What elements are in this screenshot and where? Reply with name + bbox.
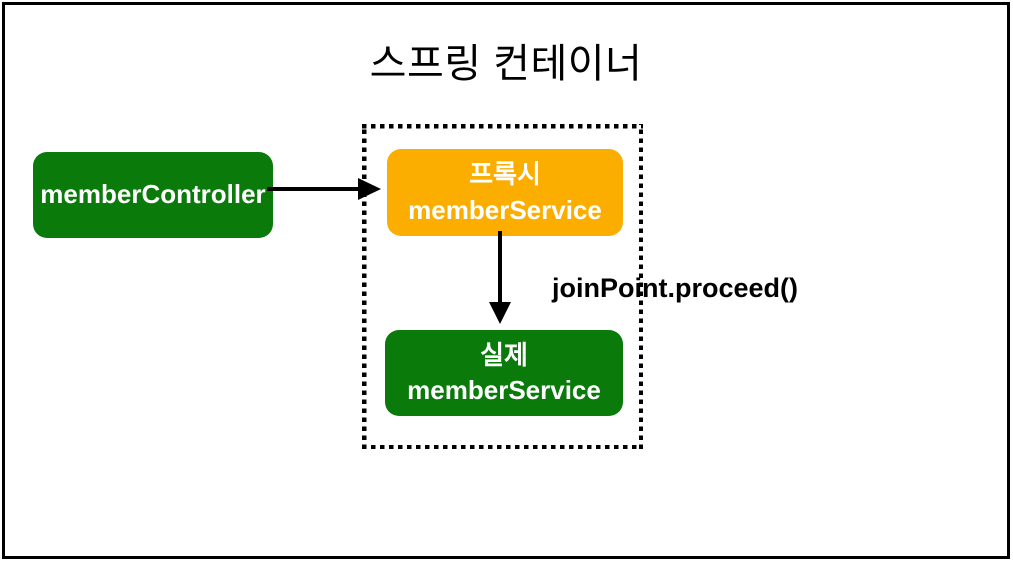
node-proxy-member-service: 프록시 memberService [387, 149, 623, 236]
node-member-controller-label: memberController [40, 179, 266, 210]
node-proxy-label-line1: 프록시 [469, 159, 541, 190]
joinpoint-proceed-label: joinPoint.proceed() [552, 273, 798, 303]
diagram-title: 스프링 컨테이너 [369, 42, 643, 86]
node-member-controller: memberController [33, 152, 273, 238]
node-proxy-label-line2: memberService [408, 194, 602, 225]
node-real-label-line1: 실제 [480, 339, 528, 370]
node-real-label-line2: memberService [407, 375, 601, 405]
node-real-member-service: 실제 memberService [385, 330, 623, 416]
